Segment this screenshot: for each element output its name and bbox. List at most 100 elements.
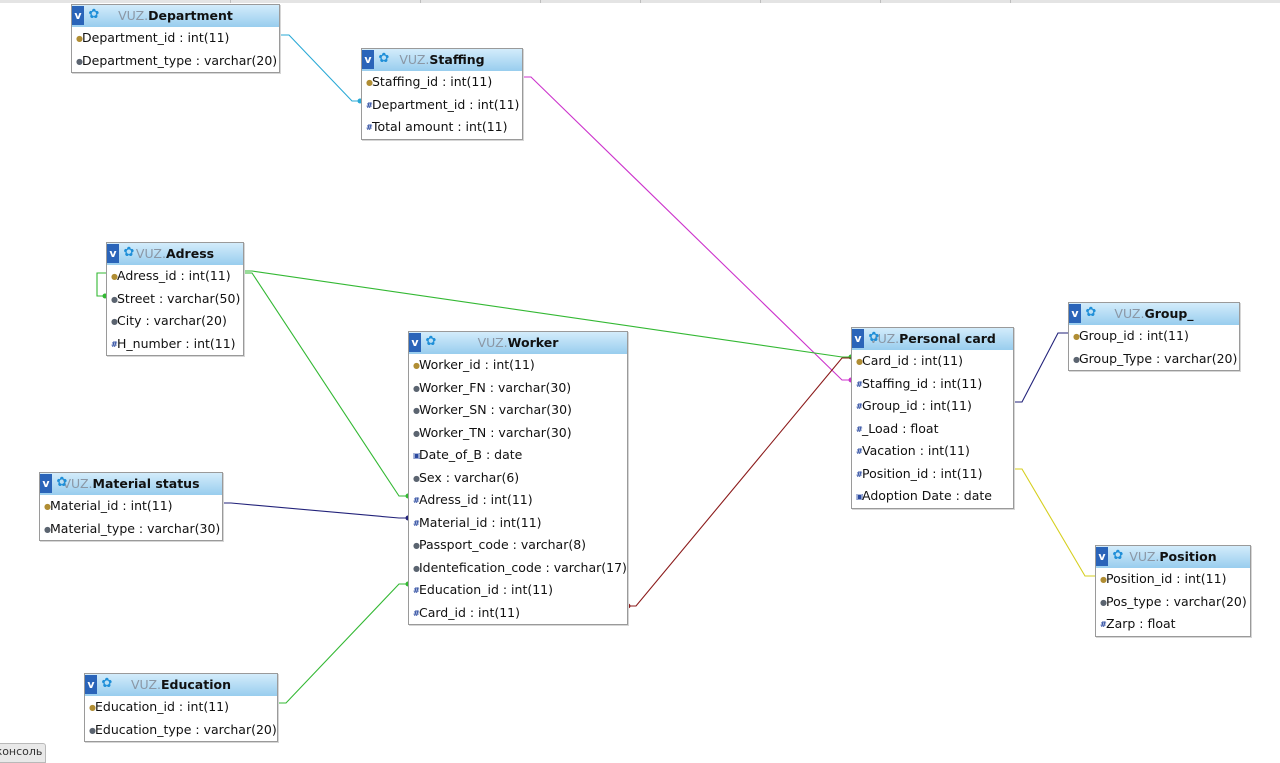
relation-line-personal-card-group[interactable] [1013,332,1068,403]
gear-icon[interactable]: ✿ [1112,548,1124,563]
field-row[interactable]: ●Department_type : varchar(20) [72,50,279,73]
table-header[interactable]: v ✿ VUZ.Position [1096,546,1250,568]
field-row[interactable]: ●Pos_type : varchar(20) [1096,591,1250,614]
relation-line-adress-self[interactable] [96,272,107,297]
toggle-columns-button[interactable]: v [1069,304,1081,323]
field-row[interactable]: #Vacation : int(11) [852,440,1013,463]
gear-icon[interactable]: ✿ [868,330,880,345]
table-worker[interactable]: v ✿ VUZ.Worker ●Worker_id : int(11) ●Wor… [408,331,628,625]
table-group[interactable]: v ✿ VUZ.Group_ ●Group_id : int(11) ●Grou… [1068,302,1240,371]
text-icon: ● [76,56,83,66]
field-row[interactable]: ●Identefication_code : varchar(17) [409,557,627,580]
table-name: Position [1159,549,1217,564]
relation-line-adress-personal-card[interactable] [243,270,852,358]
field-row[interactable]: #H_number : int(11) [107,333,243,356]
table-header[interactable]: v ✿ VUZ.Adress [107,243,243,265]
text-icon: ● [111,317,118,326]
field-row[interactable]: ●Department_id : int(11) [72,27,279,50]
field-row[interactable]: ▣Adoption Date : date [852,485,1013,508]
field-label: Position_id : int(11) [862,465,983,481]
toggle-columns-button[interactable]: v [409,333,421,352]
toggle-columns-button[interactable]: v [852,329,864,348]
field-row[interactable]: #Card_id : int(11) [409,602,627,625]
field-row[interactable]: ●Position_id : int(11) [1096,568,1250,591]
relation-line-personal-card-position[interactable] [1013,468,1095,577]
gear-icon[interactable]: ✿ [1085,305,1097,320]
field-row[interactable]: ●Group_id : int(11) [1069,325,1239,348]
toggle-columns-button[interactable]: v [72,6,84,25]
table-header[interactable]: v ✿ VUZ.Education [85,674,277,696]
field-label: Department_type : varchar(20) [82,52,278,68]
field-row[interactable]: ●Worker_id : int(11) [409,354,627,377]
field-row[interactable]: ●Worker_FN : varchar(30) [409,377,627,400]
table-name: Group_ [1144,306,1194,321]
number-icon: # [413,608,420,618]
field-row[interactable]: ●Passport_code : varchar(8) [409,534,627,557]
table-adress[interactable]: v ✿ VUZ.Adress ●Adress_id : int(11) ●Str… [106,242,244,356]
gear-icon[interactable]: ✿ [378,51,390,66]
field-row[interactable]: ●Group_Type : varchar(20) [1069,348,1239,371]
table-material-status[interactable]: v ✿ VUZ.Material status ●Material_id : i… [39,472,223,541]
field-label: Department_id : int(11) [372,96,520,112]
field-row[interactable]: #Department_id : int(11) [362,94,522,117]
field-row[interactable]: ●Material_id : int(11) [40,495,222,518]
gear-icon[interactable]: ✿ [88,7,100,22]
toggle-columns-button[interactable]: v [85,675,97,694]
gear-icon[interactable]: ✿ [101,676,113,691]
table-header[interactable]: v ✿ VUZ.Staffing [362,49,522,71]
table-header[interactable]: v ✿ VUZ.Department [72,5,279,27]
table-header[interactable]: v ✿ VUZ.Group_ [1069,303,1239,325]
relation-line-department-staffing[interactable] [279,34,361,102]
table-header[interactable]: v ✿ VUZ.Personal card [852,328,1013,350]
field-row[interactable]: ●Sex : varchar(6) [409,467,627,490]
field-row[interactable]: ●Adress_id : int(11) [107,265,243,288]
relation-line-adress-worker[interactable] [243,272,409,497]
field-row[interactable]: ●Street : varchar(50) [107,288,243,311]
field-row[interactable]: #_Load : float [852,418,1013,441]
schema-prefix: VUZ. [118,8,149,23]
field-row[interactable]: ▣Date_of_B : date [409,444,627,467]
toggle-columns-button[interactable]: v [40,474,52,493]
field-row[interactable]: #Adress_id : int(11) [409,489,627,512]
relation-line-worker-personal-card[interactable] [627,357,852,607]
number-icon: # [413,496,420,505]
table-education[interactable]: v ✿ VUZ.Education ●Education_id : int(11… [84,673,278,742]
gear-icon[interactable]: ✿ [123,245,135,260]
table-staffing[interactable]: v ✿ VUZ.Staffing ●Staffing_id : int(11) … [361,48,523,140]
number-icon: # [856,469,863,479]
field-row[interactable]: ●Staffing_id : int(11) [362,71,522,94]
field-row[interactable]: ●Education_id : int(11) [85,696,277,719]
number-icon: # [413,586,420,595]
field-label: Passport_code : varchar(8) [419,537,587,552]
toggle-columns-button[interactable]: v [362,50,374,69]
field-row[interactable]: ●Worker_SN : varchar(30) [409,399,627,422]
table-header[interactable]: v ✿ VUZ.Worker [409,332,627,354]
field-row[interactable]: ●Card_id : int(11) [852,350,1013,373]
relation-line-material-worker[interactable] [222,502,409,519]
field-row[interactable]: #Zarp : float [1096,613,1250,636]
toggle-columns-button[interactable]: v [107,244,119,263]
field-row[interactable]: ●City : varchar(20) [107,310,243,333]
field-row[interactable]: #Group_id : int(11) [852,395,1013,418]
gear-icon[interactable]: ✿ [425,334,437,349]
relation-line-education-worker[interactable] [277,583,409,704]
field-row[interactable]: ●Material_type : varchar(30) [40,518,222,541]
table-position[interactable]: v ✿ VUZ.Position ●Position_id : int(11) … [1095,545,1251,637]
field-row[interactable]: #Position_id : int(11) [852,463,1013,486]
field-row[interactable]: ●Education_type : varchar(20) [85,719,277,742]
table-header[interactable]: v ✿ VUZ.Material status [40,473,222,495]
field-row[interactable]: #Staffing_id : int(11) [852,373,1013,396]
field-row[interactable]: #Education_id : int(11) [409,579,627,602]
key-icon: ● [366,78,373,87]
field-row[interactable]: #Total amount : int(11) [362,116,522,139]
table-department[interactable]: v ✿ VUZ.Department ●Department_id : int(… [71,4,280,73]
key-icon: ● [1073,332,1080,341]
field-row[interactable]: #Material_id : int(11) [409,512,627,535]
table-personal-card[interactable]: v ✿ VUZ.Personal card ●Card_id : int(11)… [851,327,1014,509]
number-icon: # [111,339,118,349]
toggle-columns-button[interactable]: v [1096,547,1108,566]
console-tab[interactable]: консоль [0,743,46,763]
gear-icon[interactable]: ✿ [56,475,68,490]
relation-line-staffing-personal-card[interactable] [522,76,852,381]
field-row[interactable]: ●Worker_TN : varchar(30) [409,422,627,445]
